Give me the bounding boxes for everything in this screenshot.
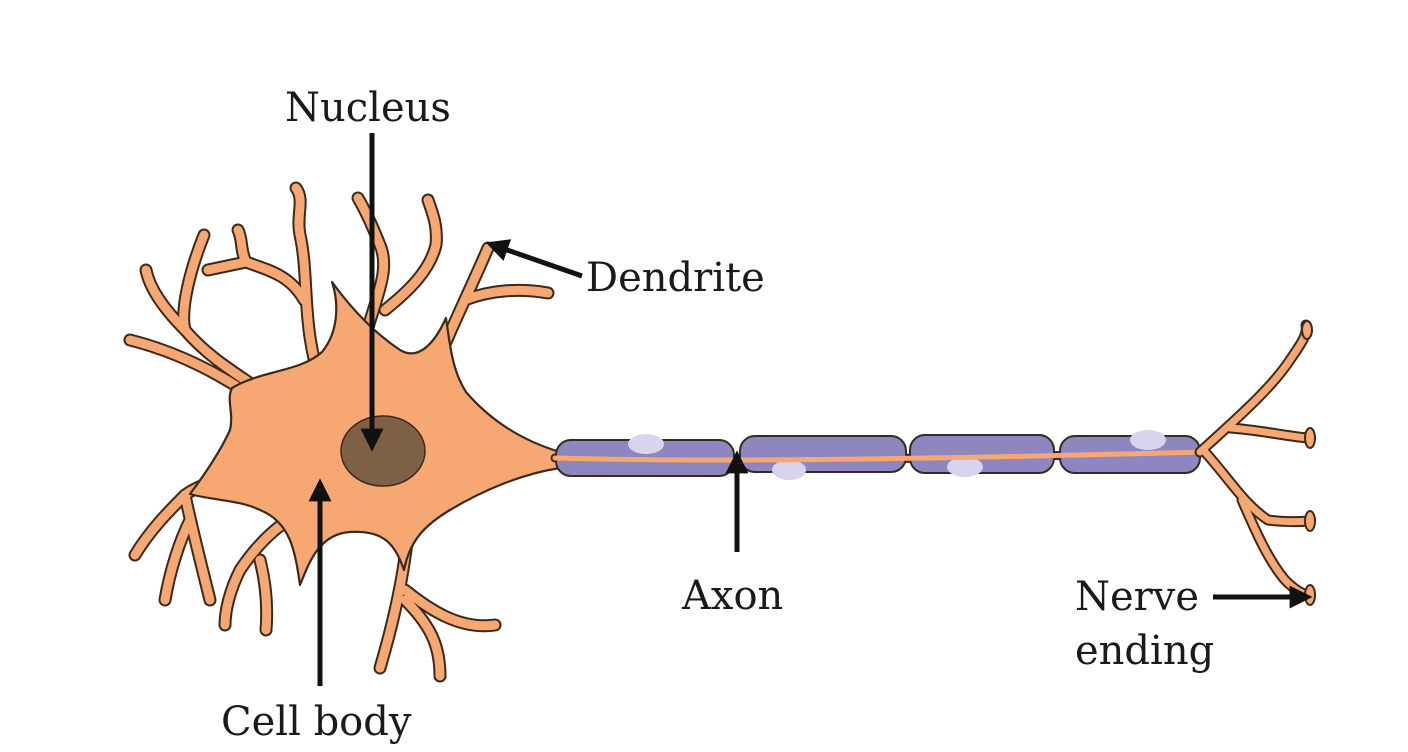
axon-line xyxy=(552,449,1208,463)
nerve-ending-label-line1: Nerve xyxy=(1075,574,1199,620)
pointer-arrows xyxy=(308,133,1313,686)
schwann-nucleus xyxy=(1130,430,1166,450)
nucleus-label: Nucleus xyxy=(285,85,451,131)
terminal-bulb xyxy=(1304,510,1316,532)
terminal-bulb xyxy=(1301,320,1313,340)
cell-body-label: Cell body xyxy=(221,699,412,745)
axon-label: Axon xyxy=(681,573,783,619)
dendrite-arrow xyxy=(485,239,583,279)
terminal-bulb xyxy=(1304,427,1316,449)
schwann-nucleus xyxy=(947,457,983,477)
dendrite-label: Dendrite xyxy=(586,255,765,301)
nucleus-shape xyxy=(340,415,426,487)
axon-terminals xyxy=(1194,319,1316,606)
myelin-segment xyxy=(739,435,907,473)
nerve-ending-label-line2: ending xyxy=(1075,628,1214,674)
schwann-nucleus xyxy=(628,434,664,454)
schwann-nucleus xyxy=(772,460,806,480)
